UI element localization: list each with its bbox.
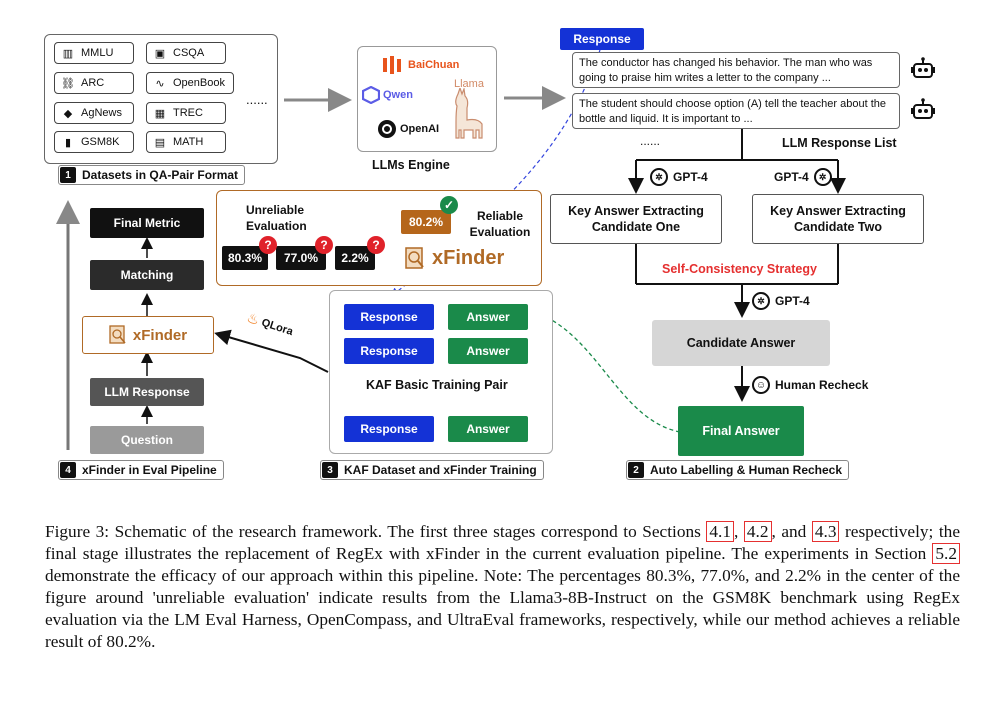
building-icon: ▥ bbox=[62, 47, 74, 60]
dataset-arc: ⛓ARC bbox=[54, 72, 134, 94]
qwen-icon bbox=[362, 86, 380, 104]
dataset-agnews: ◆AgNews bbox=[54, 102, 134, 124]
gpt4-right: GPT-4✲ bbox=[774, 168, 832, 186]
bar-icon: ▮ bbox=[64, 136, 72, 149]
llms-engine-label: LLMs Engine bbox=[372, 158, 450, 172]
xfinder-logo-icon bbox=[109, 325, 126, 344]
openai-icon: ✲ bbox=[650, 168, 668, 186]
reliable-label: Reliable Evaluation bbox=[469, 209, 531, 239]
human-recheck: ☺Human Recheck bbox=[752, 376, 868, 394]
wave-icon: ∿ bbox=[155, 77, 165, 90]
value-lm-eval: 80.3% bbox=[222, 246, 268, 270]
response-list-label: LLM Response List bbox=[782, 136, 897, 150]
kaf-pair-label: KAF Basic Training Pair bbox=[364, 378, 510, 392]
robot-icon bbox=[911, 98, 935, 119]
dataset-openbook: ∿OpenBook bbox=[146, 72, 234, 94]
question-icon: ? bbox=[367, 236, 385, 254]
response-2: The student should choose option (A) tel… bbox=[572, 93, 900, 129]
dataset-trec: ▦TREC bbox=[146, 102, 226, 124]
reliable-value: 80.2% bbox=[401, 210, 451, 234]
person-icon: ☺ bbox=[752, 376, 770, 394]
kaf-response-3: Response bbox=[344, 416, 434, 442]
datasets-ellipsis: ...... bbox=[246, 92, 268, 107]
xfinder-brand: xFinder bbox=[404, 246, 504, 270]
link-icon: ⛓ bbox=[61, 77, 75, 90]
question-box: Question bbox=[90, 426, 204, 454]
framework-figure: ▥MMLU ▣CSQA ⛓ARC ∿OpenBook ◆AgNews ▦TREC… bbox=[44, 28, 935, 480]
tag-icon: ◆ bbox=[63, 107, 73, 120]
openai-icon: ✲ bbox=[813, 168, 832, 186]
dataset-math: ▤MATH bbox=[146, 131, 226, 153]
candidate-one-box: Key Answer Extracting Candidate One bbox=[550, 194, 722, 244]
openai-logo: OpenAI bbox=[378, 120, 439, 138]
chip-icon: ▣ bbox=[154, 47, 166, 60]
calc-icon: ▤ bbox=[154, 136, 166, 149]
section-ref-link[interactable]: 5.2 bbox=[932, 543, 960, 564]
kaf-answer-3: Answer bbox=[448, 416, 528, 442]
baichuan-logo: BaiChuan bbox=[382, 56, 459, 74]
question-icon: ? bbox=[259, 236, 277, 254]
llama-icon bbox=[455, 88, 483, 139]
section-ref-link[interactable]: 4.3 bbox=[811, 521, 840, 542]
qwen-logo: Qwen bbox=[362, 86, 413, 104]
xfinder-logo-icon bbox=[405, 247, 424, 269]
question-icon: ? bbox=[315, 236, 333, 254]
candidate-answer-box: Candidate Answer bbox=[652, 320, 830, 366]
kaf-answer-2: Answer bbox=[448, 338, 528, 364]
arrow-kaf-to-xfinder bbox=[214, 329, 329, 373]
baichuan-icon bbox=[383, 56, 401, 74]
gpt4-left: ✲GPT-4 bbox=[650, 168, 708, 186]
openai-icon: ✲ bbox=[752, 292, 770, 310]
openai-icon bbox=[378, 120, 396, 138]
candidate-two-box: Key Answer Extracting Candidate Two bbox=[752, 194, 924, 244]
gpt4-mid: ✲GPT-4 bbox=[752, 292, 810, 310]
xfinder-pipeline-box: xFinder bbox=[82, 316, 214, 354]
dataset-gsm8k: ▮GSM8K bbox=[54, 131, 134, 153]
final-to-answer-dashed bbox=[537, 312, 681, 433]
final-answer-box: Final Answer bbox=[678, 406, 804, 456]
final-metric-box: Final Metric bbox=[90, 208, 204, 238]
matching-box: Matching bbox=[90, 260, 204, 290]
robot-icon bbox=[911, 57, 935, 78]
response-1: The conductor has changed his behavior. … bbox=[572, 52, 900, 88]
figure-caption: Figure 3: Schematic of the research fram… bbox=[45, 521, 960, 651]
kaf-response-1: Response bbox=[344, 304, 434, 330]
kaf-answer-1: Answer bbox=[448, 304, 528, 330]
unreliable-label: Unreliable Evaluation bbox=[246, 203, 307, 233]
llm-response-box: LLM Response bbox=[90, 378, 204, 406]
self-consistency-label: Self-Consistency Strategy bbox=[662, 262, 817, 276]
section-ref-link[interactable]: 4.2 bbox=[743, 521, 772, 542]
response-tag: Response bbox=[560, 28, 644, 50]
dataset-csqa: ▣CSQA bbox=[146, 42, 226, 64]
check-icon: ✓ bbox=[440, 196, 458, 214]
section-ref-link[interactable]: 4.1 bbox=[706, 521, 735, 542]
value-opencompass: 77.0% bbox=[276, 246, 326, 270]
grid-icon: ▦ bbox=[154, 107, 166, 120]
kaf-response-2: Response bbox=[344, 338, 434, 364]
dataset-mmlu: ▥MMLU bbox=[54, 42, 134, 64]
value-ultraeval: 2.2% bbox=[335, 246, 375, 270]
responses-ellipsis: ...... bbox=[640, 134, 661, 148]
